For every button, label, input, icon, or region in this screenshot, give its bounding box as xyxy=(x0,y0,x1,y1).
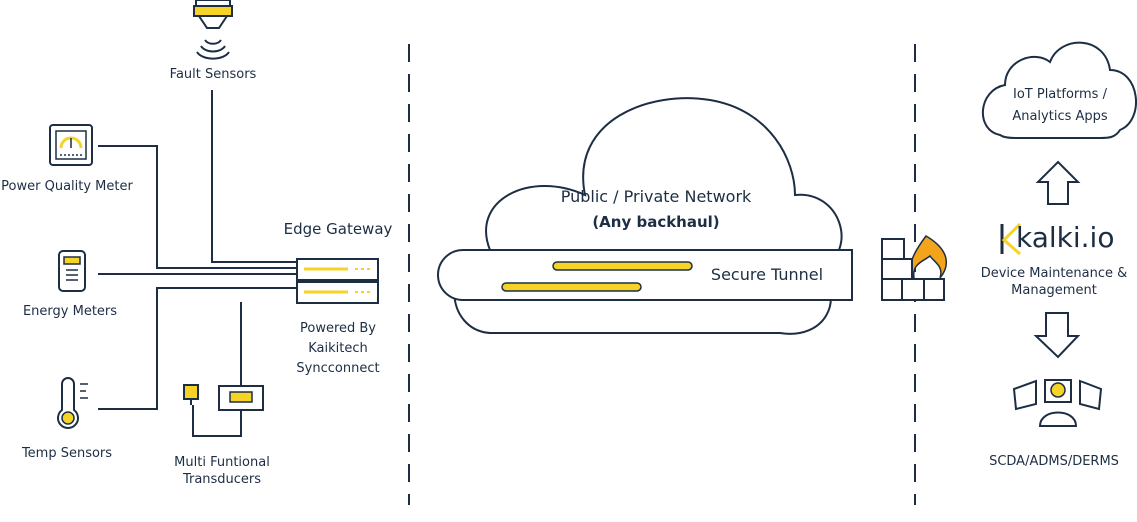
iot-platform-cloud xyxy=(982,41,1137,139)
iot-platform-label-line2: Analytics Apps xyxy=(1012,109,1108,124)
kalki-brand-logo: kalki.io xyxy=(1016,221,1115,254)
scada-operator-icon xyxy=(1012,379,1103,427)
network-title: Public / Private Network xyxy=(560,187,752,206)
edge-gateway-title: Edge Gateway xyxy=(283,220,393,238)
energy-meters-label: Energy Meters xyxy=(22,304,118,319)
powered-by-label: Powered By xyxy=(299,321,376,336)
secure-tunnel xyxy=(437,249,853,301)
scada-label: SCDA/ADMS/DERMS xyxy=(989,454,1119,469)
firewall-icon xyxy=(881,235,948,301)
up-arrow-icon xyxy=(1035,160,1081,205)
transducer-line xyxy=(192,302,242,437)
network-subtitle: (Any backhaul) xyxy=(592,213,720,231)
temp-sensors-label: Temp Sensors xyxy=(21,446,113,461)
transducer-icon xyxy=(183,384,264,411)
powered-by-product: Syncconnect xyxy=(296,361,380,376)
power-meter-line xyxy=(98,145,297,269)
edge-gateway-icon xyxy=(296,258,379,304)
device-maintenance-label-line2: Management xyxy=(1011,283,1097,298)
device-maintenance-label-line1: Device Maintenance & xyxy=(980,266,1128,281)
power-quality-meter-icon xyxy=(49,124,93,166)
temp-sensor-line xyxy=(98,287,297,410)
fault-sensor-icon xyxy=(193,0,233,60)
fault-sensors-label: Fault Sensors xyxy=(169,67,257,82)
kalki-logo-mark xyxy=(1000,222,1022,256)
power-quality-meter-label: Power Quality Meter xyxy=(1,179,133,194)
energy-meter-icon xyxy=(58,250,86,292)
iot-platform-label-line1: IoT Platforms / xyxy=(1013,87,1107,102)
connection-lines xyxy=(98,90,297,437)
transducers-label-line1: Multi Funtional xyxy=(174,455,270,470)
secure-tunnel-label: Secure Tunnel xyxy=(710,265,824,284)
thermometer-icon xyxy=(57,377,88,429)
powered-by-company: Kaikitech xyxy=(308,341,368,356)
fault-sensor-line xyxy=(211,90,297,263)
transducers-label-line2: Transducers xyxy=(182,472,262,487)
down-arrow-icon xyxy=(1033,312,1081,359)
